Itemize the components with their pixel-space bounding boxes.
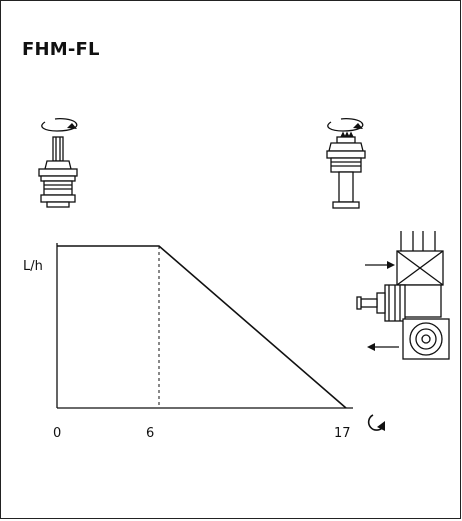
flow-chart (56, 243, 353, 409)
x-tick-label-0: 0 (53, 426, 62, 441)
rotation-arrow-icon (367, 414, 385, 431)
x-tick-label-2: 17 (334, 426, 351, 441)
x-tick-label-1: 6 (146, 426, 155, 441)
series-line-0 (57, 245, 347, 409)
diagram-title: FHM-FL (22, 39, 100, 60)
valve-fitting-icon (356, 231, 450, 360)
y-axis-label: L/h (23, 259, 43, 274)
valve-head-closed-icon (326, 117, 366, 209)
valve-head-open-icon (38, 117, 78, 208)
